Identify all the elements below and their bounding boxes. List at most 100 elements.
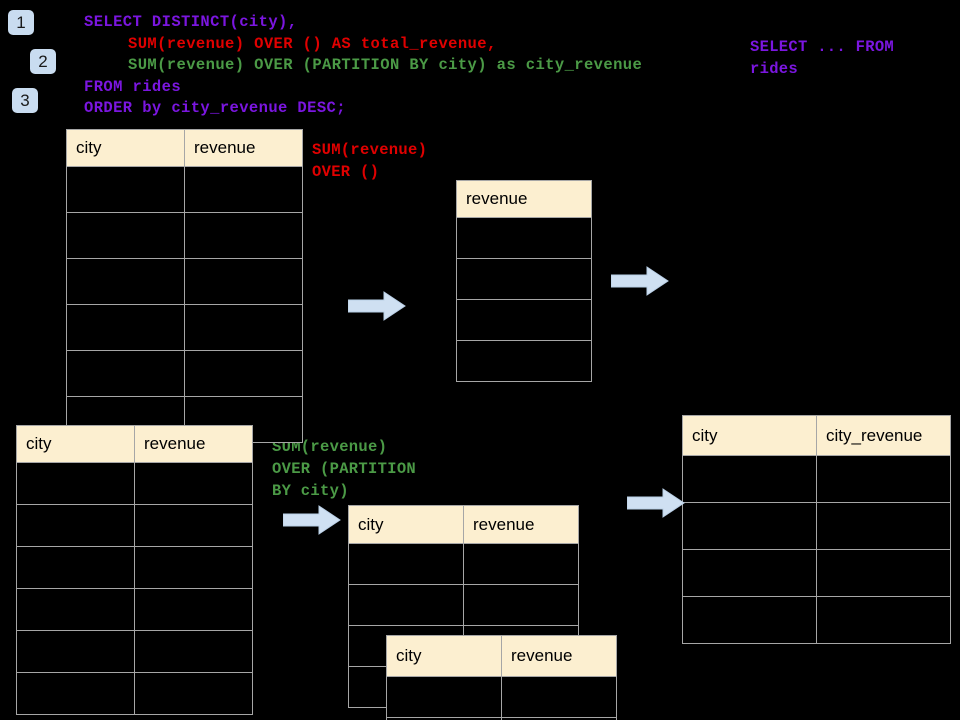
table-cell-city (682, 502, 817, 550)
table-row (348, 543, 579, 585)
table-cell-city (66, 350, 185, 397)
table-cell-revenue (463, 543, 579, 585)
table-cell-city (66, 212, 185, 259)
column-header-revenue: revenue (463, 505, 579, 544)
step-badge-3: 3 (12, 88, 38, 113)
table-cell-city_revenue (816, 455, 951, 503)
table-row (16, 672, 253, 715)
table-cell-city (348, 584, 464, 626)
table-row (66, 212, 303, 259)
table-row (16, 546, 253, 589)
column-header-revenue: revenue (501, 635, 617, 677)
table-row (456, 217, 592, 259)
table-cell-revenue (134, 630, 253, 673)
table-cell-revenue (134, 504, 253, 547)
table-row (16, 504, 253, 547)
table-row (456, 299, 592, 341)
total-revenue-table: revenue (456, 180, 592, 382)
table-cell-city (16, 588, 135, 631)
table-cell-city (386, 676, 502, 718)
table-cell-city (16, 630, 135, 673)
column-header-revenue: revenue (456, 180, 592, 218)
table-row (386, 717, 617, 720)
sum-over-empty-label: SUM(revenue) OVER () (312, 141, 428, 181)
table-cell-revenue (501, 676, 617, 718)
column-header-city: city (348, 505, 464, 544)
column-header-city: city (386, 635, 502, 677)
sql-query-block: SELECT DISTINCT(city), SUM(revenue) OVER … (84, 12, 642, 120)
table-cell-city (66, 258, 185, 305)
table-cell-revenue (184, 304, 303, 351)
column-header-city: city (16, 425, 135, 463)
arrow-total-to-result (610, 266, 669, 296)
arrow-partition-to-result (626, 488, 685, 518)
table-cell-revenue (456, 258, 592, 300)
table-cell-city (66, 166, 185, 213)
column-header-city_revenue: city_revenue (816, 415, 951, 456)
sql-line-3: SUM(revenue) OVER (PARTITION BY city) as… (128, 56, 643, 74)
table-cell-revenue (501, 717, 617, 720)
table-row (16, 462, 253, 505)
sql-line-2: SUM(revenue) OVER () AS total_revenue, (128, 34, 497, 53)
table-cell-city_revenue (816, 549, 951, 597)
table-row (456, 258, 592, 300)
table-cell-city (348, 543, 464, 585)
select-from-rides-label: SELECT ... FROM rides (750, 38, 895, 78)
table-row (682, 502, 951, 550)
table-row (66, 166, 303, 213)
column-header-revenue: revenue (184, 129, 303, 167)
table-cell-city (66, 304, 185, 351)
table-cell-city (682, 455, 817, 503)
table-row (16, 630, 253, 673)
table-cell-city (16, 504, 135, 547)
sql-line-4: FROM rides (84, 77, 182, 96)
table-cell-revenue (134, 672, 253, 715)
sum-over-partition-label: SUM(revenue) OVER (PARTITION BY city) (272, 438, 417, 500)
table-cell-revenue (184, 258, 303, 305)
table-row (16, 588, 253, 631)
table-header-row: revenue (456, 180, 592, 218)
arrow-source-to-total (347, 291, 406, 321)
table-cell-city_revenue (816, 596, 951, 644)
step-badge-2: 2 (30, 49, 56, 74)
sql-line-1: SELECT DISTINCT(city), (84, 13, 298, 31)
table-cell-city_revenue (816, 502, 951, 550)
table-cell-city (682, 549, 817, 597)
table-cell-revenue (134, 462, 253, 505)
table-cell-revenue (463, 584, 579, 626)
table-cell-revenue (456, 299, 592, 341)
table-cell-city (16, 672, 135, 715)
table-cell-city (682, 596, 817, 644)
column-header-city: city (682, 415, 817, 456)
arrow-source-to-partition (282, 505, 341, 535)
table-row (66, 304, 303, 351)
step-badge-1: 1 (8, 10, 34, 35)
table-cell-revenue (134, 588, 253, 631)
table-row (348, 584, 579, 626)
column-header-city: city (66, 129, 185, 167)
table-cell-revenue (134, 546, 253, 589)
table-cell-revenue (456, 217, 592, 259)
sql-line-5: ORDER by city_revenue DESC; (84, 99, 346, 117)
table-cell-city (16, 462, 135, 505)
table-row (386, 676, 617, 718)
table-row (66, 258, 303, 305)
table-row (682, 596, 951, 644)
table-cell-city (16, 546, 135, 589)
table-row (682, 455, 951, 503)
table-cell-revenue (456, 340, 592, 382)
table-cell-revenue (184, 350, 303, 397)
table-row (456, 340, 592, 382)
table-cell-revenue (184, 212, 303, 259)
table-row (682, 549, 951, 597)
